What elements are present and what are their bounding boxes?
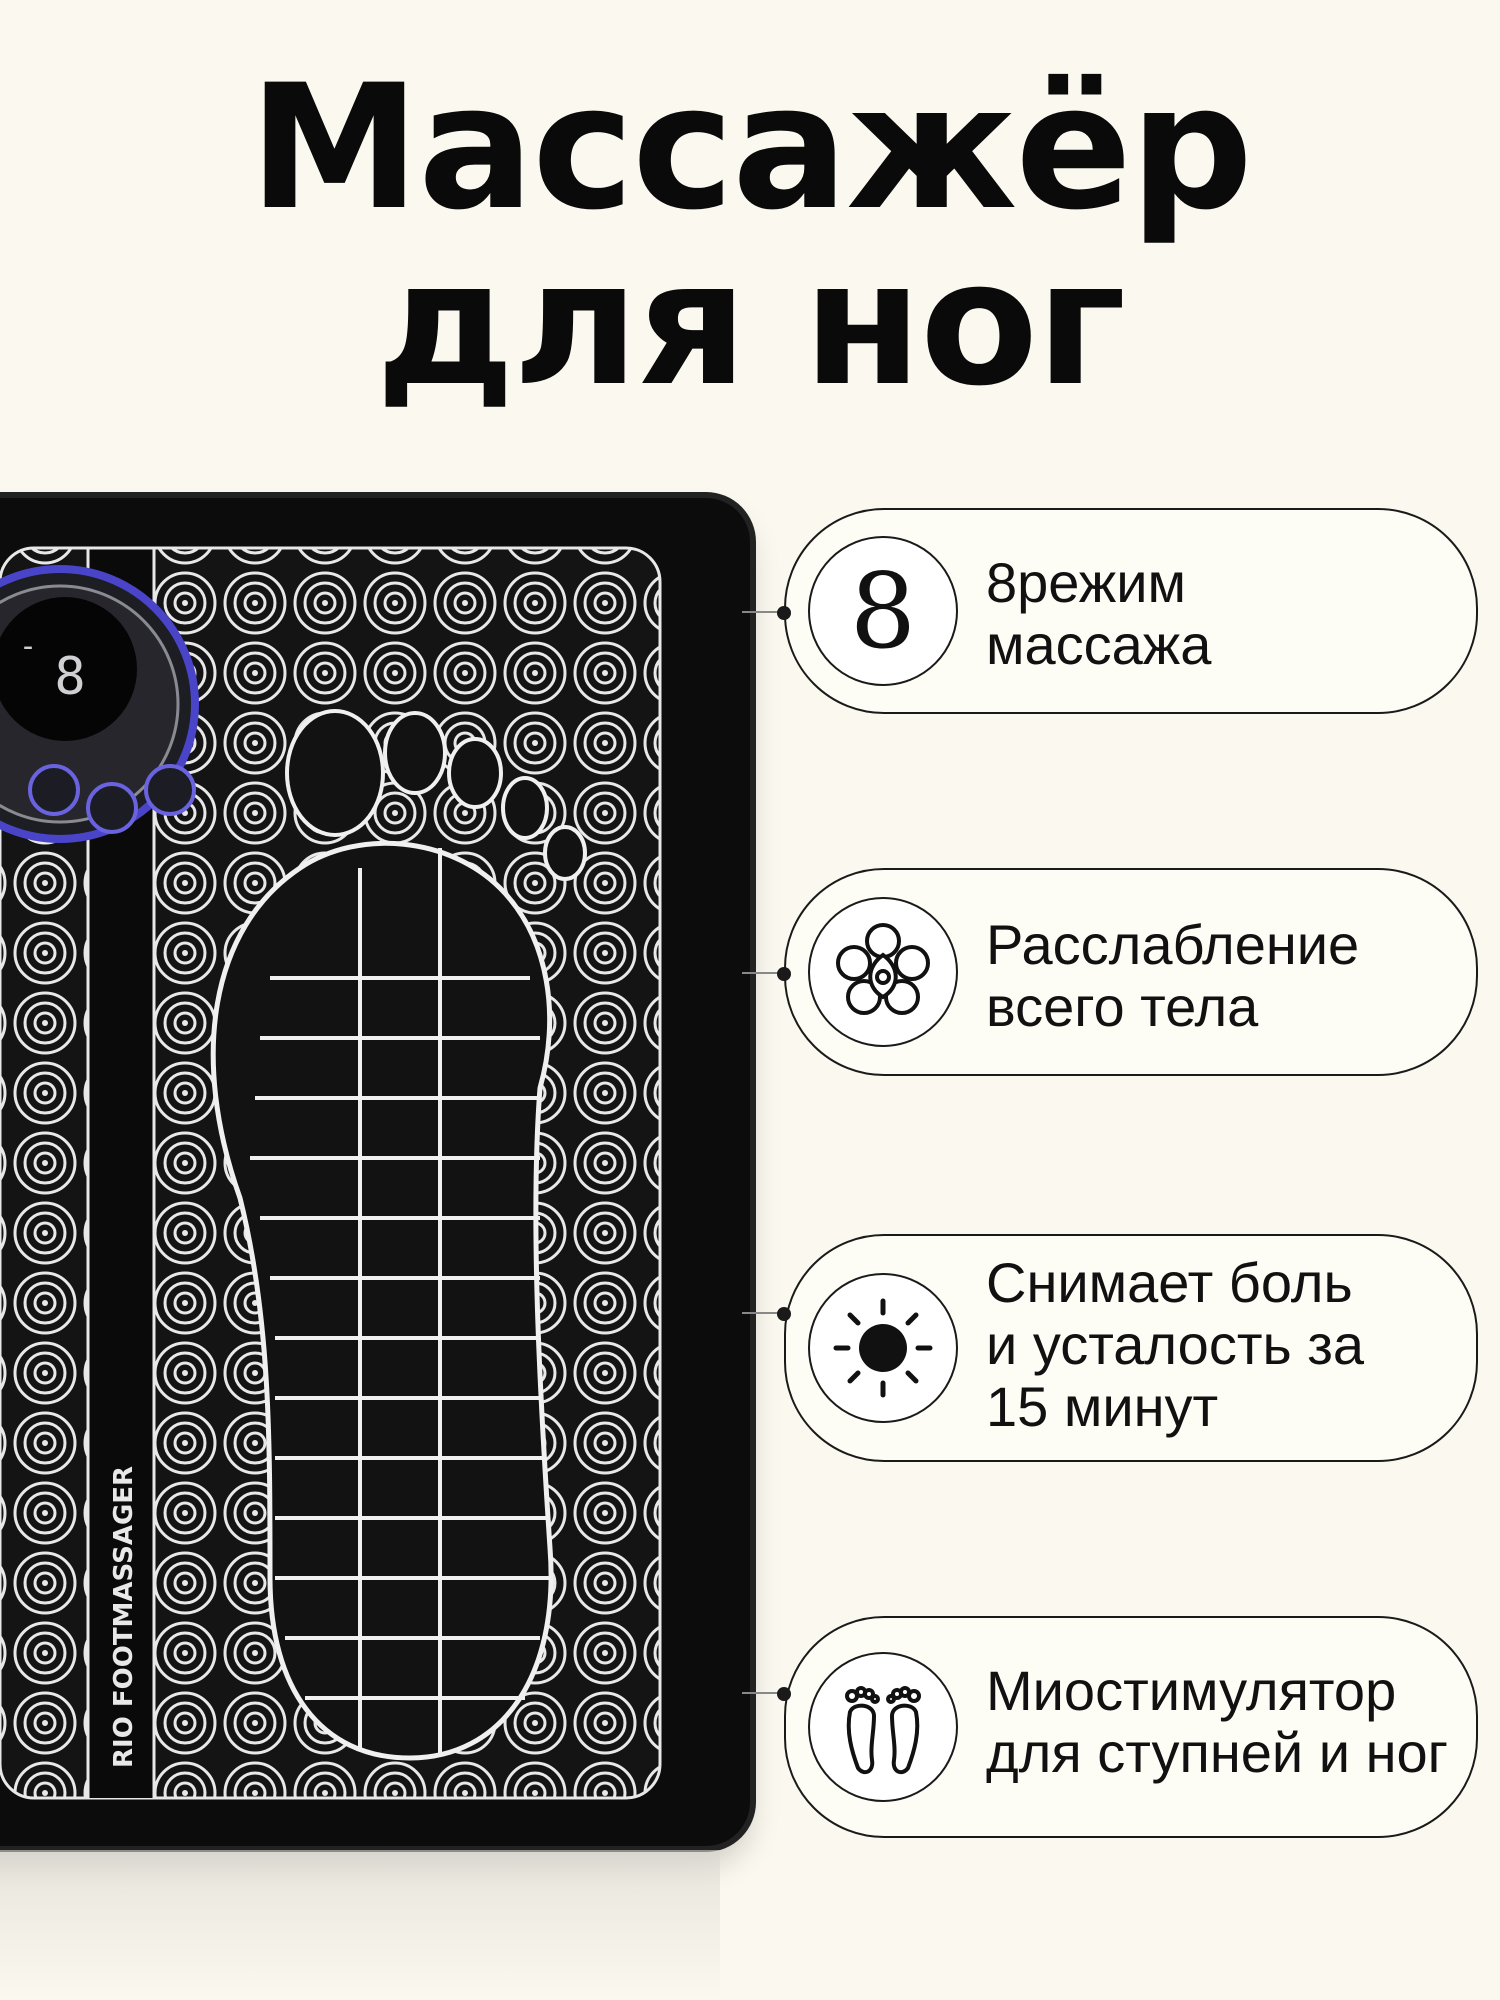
display-digit: 8 bbox=[54, 647, 85, 707]
feature-text: массажа bbox=[986, 613, 1212, 676]
brand-text: RIO FOOTMASSAGER bbox=[109, 1466, 139, 1768]
minus-button[interactable] bbox=[28, 764, 80, 816]
feature-text: 15 минут bbox=[986, 1375, 1219, 1438]
display-sign: - bbox=[19, 629, 37, 664]
flower-icon bbox=[808, 897, 958, 1047]
device-reflection bbox=[0, 1850, 720, 2000]
feature-text: Миостимулятор bbox=[986, 1659, 1397, 1722]
feature-pain-relief: Снимает боль и усталость за 15 минут bbox=[742, 1234, 1478, 1462]
connector-dot bbox=[777, 606, 791, 620]
connector-dot bbox=[777, 1687, 791, 1701]
feature-text: Расслабление bbox=[986, 913, 1360, 976]
feature-text: для ступней и ног bbox=[986, 1721, 1449, 1784]
footprints-icon bbox=[808, 1652, 958, 1802]
title-line-1: Массажёр bbox=[248, 47, 1253, 248]
connector-dot bbox=[777, 1307, 791, 1321]
sun-icon bbox=[808, 1273, 958, 1423]
title-line-2: для ног bbox=[375, 223, 1126, 424]
number-eight-icon: 8 bbox=[808, 536, 958, 686]
feature-text: всего тела bbox=[986, 975, 1259, 1038]
feature-myostimulator: Миостимулятор для ступней и ног bbox=[742, 1616, 1478, 1838]
plus-button[interactable] bbox=[144, 764, 196, 816]
feature-relaxation: Расслабление всего тела bbox=[742, 868, 1478, 1076]
power-button[interactable] bbox=[86, 782, 138, 834]
massage-mat: RIO FOOTMASSAGER bbox=[0, 546, 662, 1800]
feature-text: 8режим bbox=[986, 551, 1187, 614]
feature-text: и усталость за bbox=[986, 1313, 1365, 1376]
connector-dot bbox=[777, 967, 791, 981]
page-title: Массажёр для ног bbox=[0, 62, 1500, 414]
feature-text: Снимает боль bbox=[986, 1251, 1353, 1314]
feature-modes: 8 8режим массажа bbox=[742, 508, 1478, 714]
foot-massager-device: RIO FOOTMASSAGER 8 - bbox=[0, 498, 750, 1846]
